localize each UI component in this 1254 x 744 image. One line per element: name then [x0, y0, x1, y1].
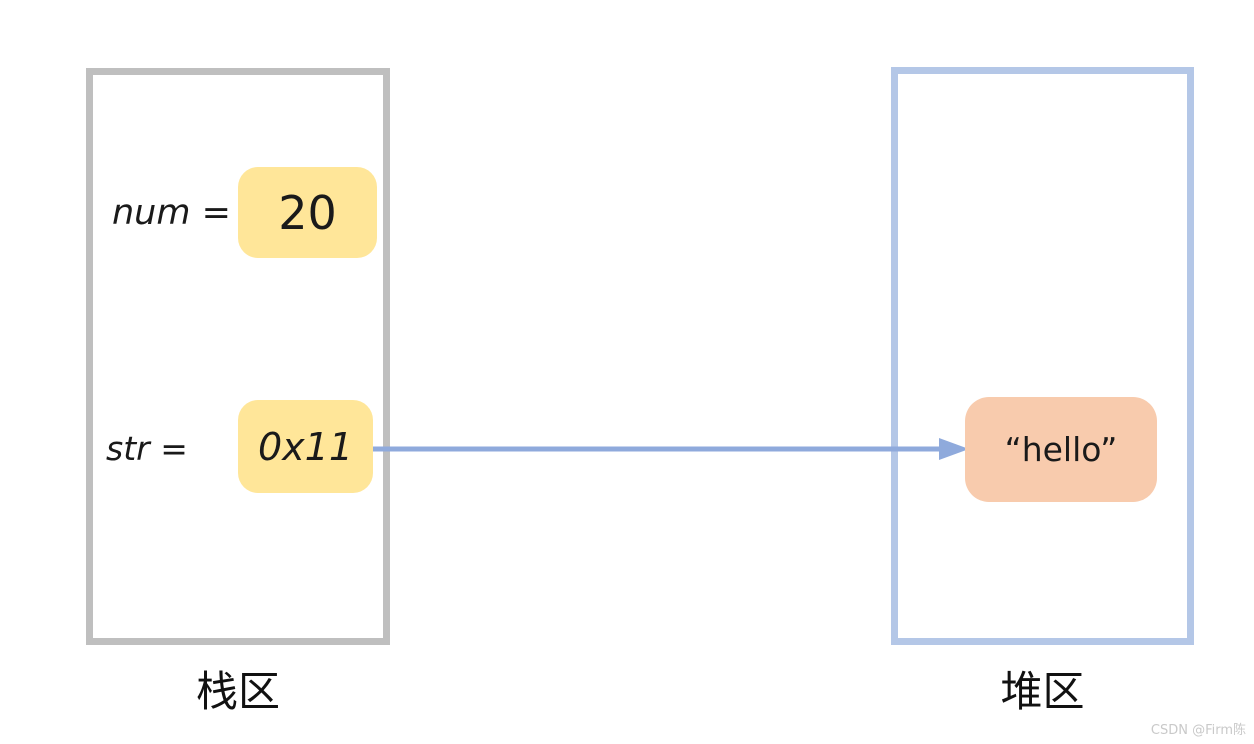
stack-region-box — [86, 68, 390, 645]
num-value-box: 20 — [238, 167, 377, 258]
num-variable-label: num = — [112, 193, 231, 233]
heap-string-value-box: “hello” — [965, 397, 1157, 502]
str-variable-label: str = — [106, 429, 188, 468]
pointer-arrow — [373, 438, 969, 460]
heap-region-title: 堆区 — [1000, 667, 1085, 716]
csdn-watermark: CSDN @Firm陈 — [1150, 723, 1246, 738]
stack-region-title: 栈区 — [195, 667, 280, 716]
str-value-box: 0x11 — [238, 400, 373, 493]
heap-region-box — [891, 67, 1194, 645]
